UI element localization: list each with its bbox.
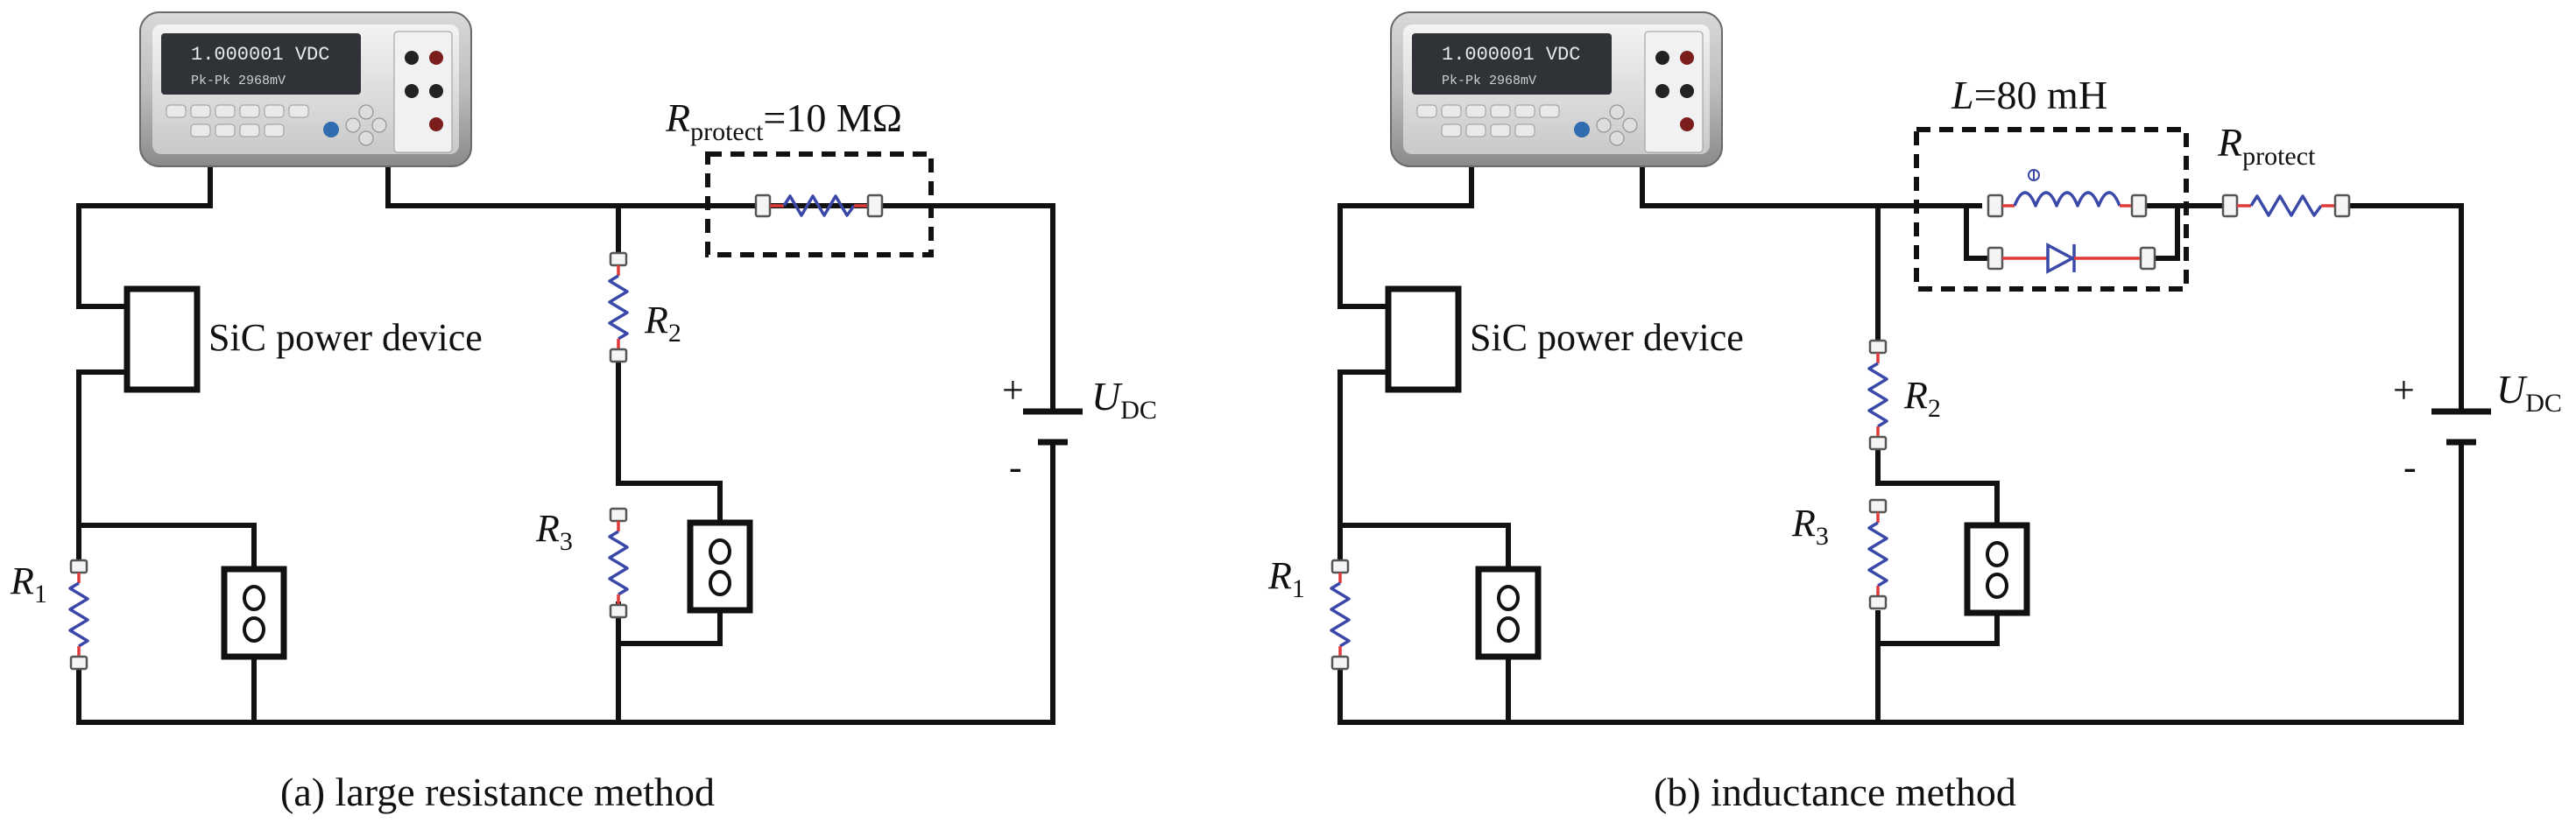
meter-reading2-b: Pk-Pk 2968mV — [1442, 74, 1536, 88]
protect-resistor-a — [754, 193, 884, 218]
resistor-r2-a — [608, 251, 629, 363]
r3-label-b: R3 — [1791, 502, 1829, 551]
protect-resistor-b — [2221, 193, 2351, 218]
r2-label-b: R2 — [1903, 374, 1941, 423]
panel-a-circuit — [76, 157, 1055, 725]
dc-supply-a — [1023, 408, 1083, 446]
diode-b — [1987, 243, 2156, 274]
probe-r3-a — [690, 523, 750, 610]
dc-supply-b — [2431, 408, 2491, 446]
probe-r3-b — [1967, 525, 2027, 613]
sic-device-a — [124, 285, 201, 393]
udc-label-b: UDC — [2496, 367, 2562, 418]
device-label-a: SiC power device — [208, 316, 483, 359]
minus-sign-b: - — [2403, 446, 2417, 489]
meter-reading2-a: Pk-Pk 2968mV — [191, 74, 286, 88]
caption-b: (b) inductance method — [1654, 770, 2016, 814]
multimeter-a: 1.000001 VDC Pk-Pk 2968mV — [139, 11, 472, 167]
r1-label-b: R1 — [1267, 554, 1305, 603]
probe-r1-b — [1479, 569, 1538, 657]
r1-label-a: R1 — [10, 559, 47, 608]
inductor-b — [1987, 169, 2148, 218]
udc-label-a: UDC — [1091, 374, 1157, 425]
protect-label-a: Rprotect=10 MΩ — [665, 95, 902, 146]
protect-box-a — [705, 151, 934, 257]
caption-a: (a) large resistance method — [280, 770, 715, 814]
sic-device-b — [1385, 285, 1462, 393]
protect-label-b: Rprotect — [2217, 120, 2316, 171]
meter-reading-b: 1.000001 VDC — [1442, 44, 1580, 66]
panel-b-circuit — [1337, 157, 2464, 725]
probe-r1-a — [224, 569, 284, 657]
plus-sign-b: + — [2393, 369, 2415, 411]
resistor-r1-a — [68, 559, 89, 671]
resistor-r1-b — [1330, 559, 1351, 671]
inductor-label-b: L=80 mH — [1951, 73, 2107, 117]
resistor-r3-b — [1867, 498, 1888, 610]
r2-label-a: R2 — [644, 299, 681, 348]
resistor-r2-b — [1867, 339, 1888, 451]
device-label-b: SiC power device — [1470, 316, 1744, 359]
resistor-r3-a — [608, 507, 629, 619]
inductor-box-b — [1914, 127, 2189, 292]
plus-sign-a: + — [1002, 369, 1024, 411]
multimeter-b: 1.000001 VDC Pk-Pk 2968mV — [1390, 11, 1723, 167]
meter-reading-a: 1.000001 VDC — [191, 44, 329, 66]
minus-sign-a: - — [1009, 446, 1022, 489]
r3-label-a: R3 — [535, 507, 573, 556]
